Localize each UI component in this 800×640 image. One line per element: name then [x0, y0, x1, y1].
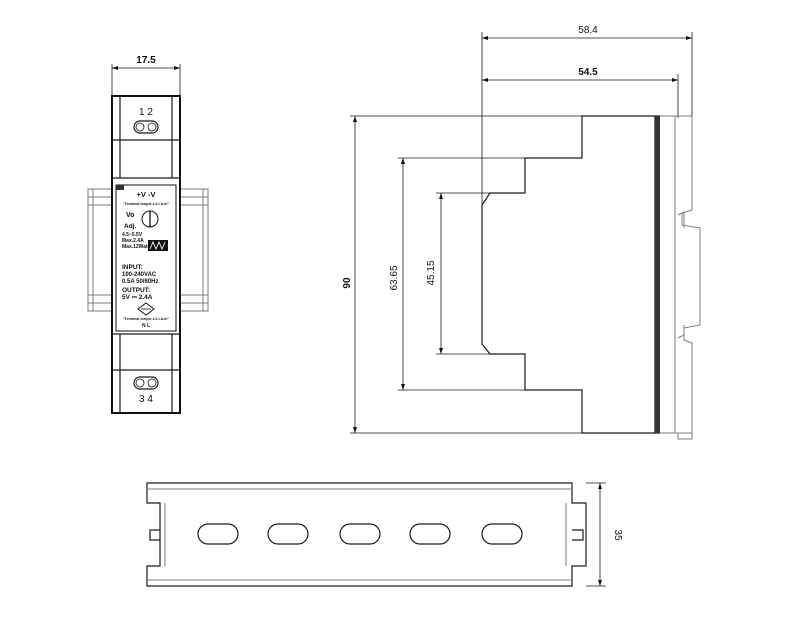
torque-note-top: "Terminal torque 4.4 Lb-in"	[123, 202, 169, 206]
dim-label-58-4: 58.4	[578, 25, 598, 36]
housing-back-plate	[655, 116, 660, 433]
dim-label-17-5: 17.5	[136, 55, 156, 66]
label-plate: +V -V "Terminal torque 4.4 Lb-in" Vo Adj…	[115, 184, 177, 332]
dim-label-45-15: 45.15	[426, 260, 437, 285]
dim-63-65: 63.65	[389, 157, 525, 391]
dim-label-35: 35	[612, 529, 623, 541]
input-current: 0.5A 50/60Hz	[122, 279, 158, 285]
rail-end-notch-right	[572, 529, 584, 541]
dim-45-15: 45.15	[426, 192, 525, 355]
bottom-terminal-block: 3 4	[112, 333, 180, 413]
output-terminal-labels: +V -V	[137, 190, 156, 199]
side-din-rail-clip	[660, 115, 701, 440]
max-current: Max.2.4A	[122, 238, 144, 244]
rail-slots	[197, 523, 523, 545]
din-rail-view: 35	[146, 482, 623, 587]
rail-end-notch-left	[149, 529, 160, 541]
side-view: 58.4 54.5 90 63.65	[342, 25, 701, 440]
screw-slot-top	[133, 120, 159, 134]
dim-58-4: 58.4	[481, 25, 693, 205]
certification-mark-icon	[137, 302, 155, 316]
dim-35: 35	[586, 482, 623, 587]
dim-width-17-5: 17.5	[111, 55, 181, 96]
input-title: INPUT:	[122, 264, 143, 271]
voltage-range: 4.5~5.5V	[122, 232, 143, 238]
brand-logo-icon	[148, 240, 168, 251]
top-terminal-block: 1 2	[112, 96, 180, 179]
max-power: Max.12Watt	[122, 244, 150, 250]
terminal-numbers-top: 1 2	[139, 107, 153, 118]
output-value: 5V ⎓ 2.4A	[122, 294, 153, 301]
dim-54-5: 54.5	[482, 67, 679, 118]
front-view: 17.5 1 2 +V -V "Terminal torque 4.4 Lb-i…	[87, 55, 209, 414]
torque-note-bottom: "Terminal torque 4.4 Lb-in"	[123, 317, 169, 321]
dim-label-90: 90	[342, 277, 353, 289]
dim-90: 90	[342, 115, 582, 434]
input-voltage: 100-240VAC	[122, 272, 157, 278]
terminal-numbers-bottom: 3 4	[139, 394, 153, 405]
output-title: OUTPUT:	[122, 287, 150, 294]
dim-label-54-5: 54.5	[578, 67, 598, 78]
dim-label-63-65: 63.65	[389, 265, 400, 290]
din-rail-outline	[146, 482, 587, 587]
screw-slot-bottom	[133, 376, 159, 390]
vo-label: Vo	[126, 212, 134, 219]
housing-profile	[481, 115, 656, 434]
adj-label: Adj.	[124, 223, 136, 230]
n-l-labels: N L	[142, 323, 150, 329]
